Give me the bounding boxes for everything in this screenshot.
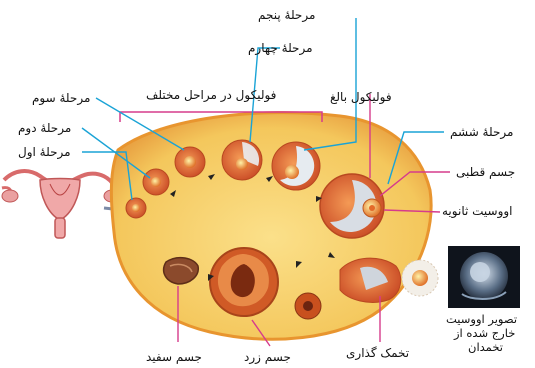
oocyte-photo bbox=[448, 246, 520, 308]
label-stage-5: مرحلۀ پنجم bbox=[258, 8, 315, 22]
label-polar-body: جسم قطبی bbox=[456, 165, 515, 179]
label-photo-caption-line2: خارج شده از bbox=[454, 326, 515, 340]
label-mature-follicle: فولیکول بالغ bbox=[330, 90, 392, 104]
follicle-stage-3 bbox=[175, 147, 205, 177]
label-stage-3: مرحلۀ سوم bbox=[32, 91, 90, 105]
label-stage-1: مرحلۀ اول bbox=[18, 145, 71, 159]
label-ovulation: تخمک گذاری bbox=[346, 346, 409, 360]
label-photo-caption-line3: تخمدان bbox=[468, 340, 503, 354]
label-corpus-luteum: جسم زرد bbox=[244, 350, 291, 364]
label-stage-6: مرحلۀ ششم bbox=[450, 125, 513, 139]
label-secondary-oocyte: اووسیت ثانویه bbox=[442, 204, 513, 218]
ovulation-follicle bbox=[340, 258, 438, 302]
label-stage-4: مرحلۀ چهارم bbox=[248, 41, 313, 55]
corpus-luteum bbox=[210, 248, 278, 316]
follicle-stage-1 bbox=[126, 198, 146, 218]
follicle-stage-4 bbox=[222, 140, 262, 180]
label-follicles-various-stages: فولیکول در مراحل مختلف bbox=[146, 88, 276, 102]
label-stage-2: مرحلۀ دوم bbox=[18, 121, 71, 135]
label-corpus-albicans: جسم سفید bbox=[146, 350, 202, 364]
ovary-body bbox=[111, 113, 431, 340]
follicle-stage-2 bbox=[143, 169, 169, 195]
follicle-stage-6-mature bbox=[320, 174, 384, 238]
degenerating-corpus-luteum bbox=[295, 293, 321, 319]
label-photo-caption-line1: تصویر اووسیت bbox=[446, 312, 517, 326]
